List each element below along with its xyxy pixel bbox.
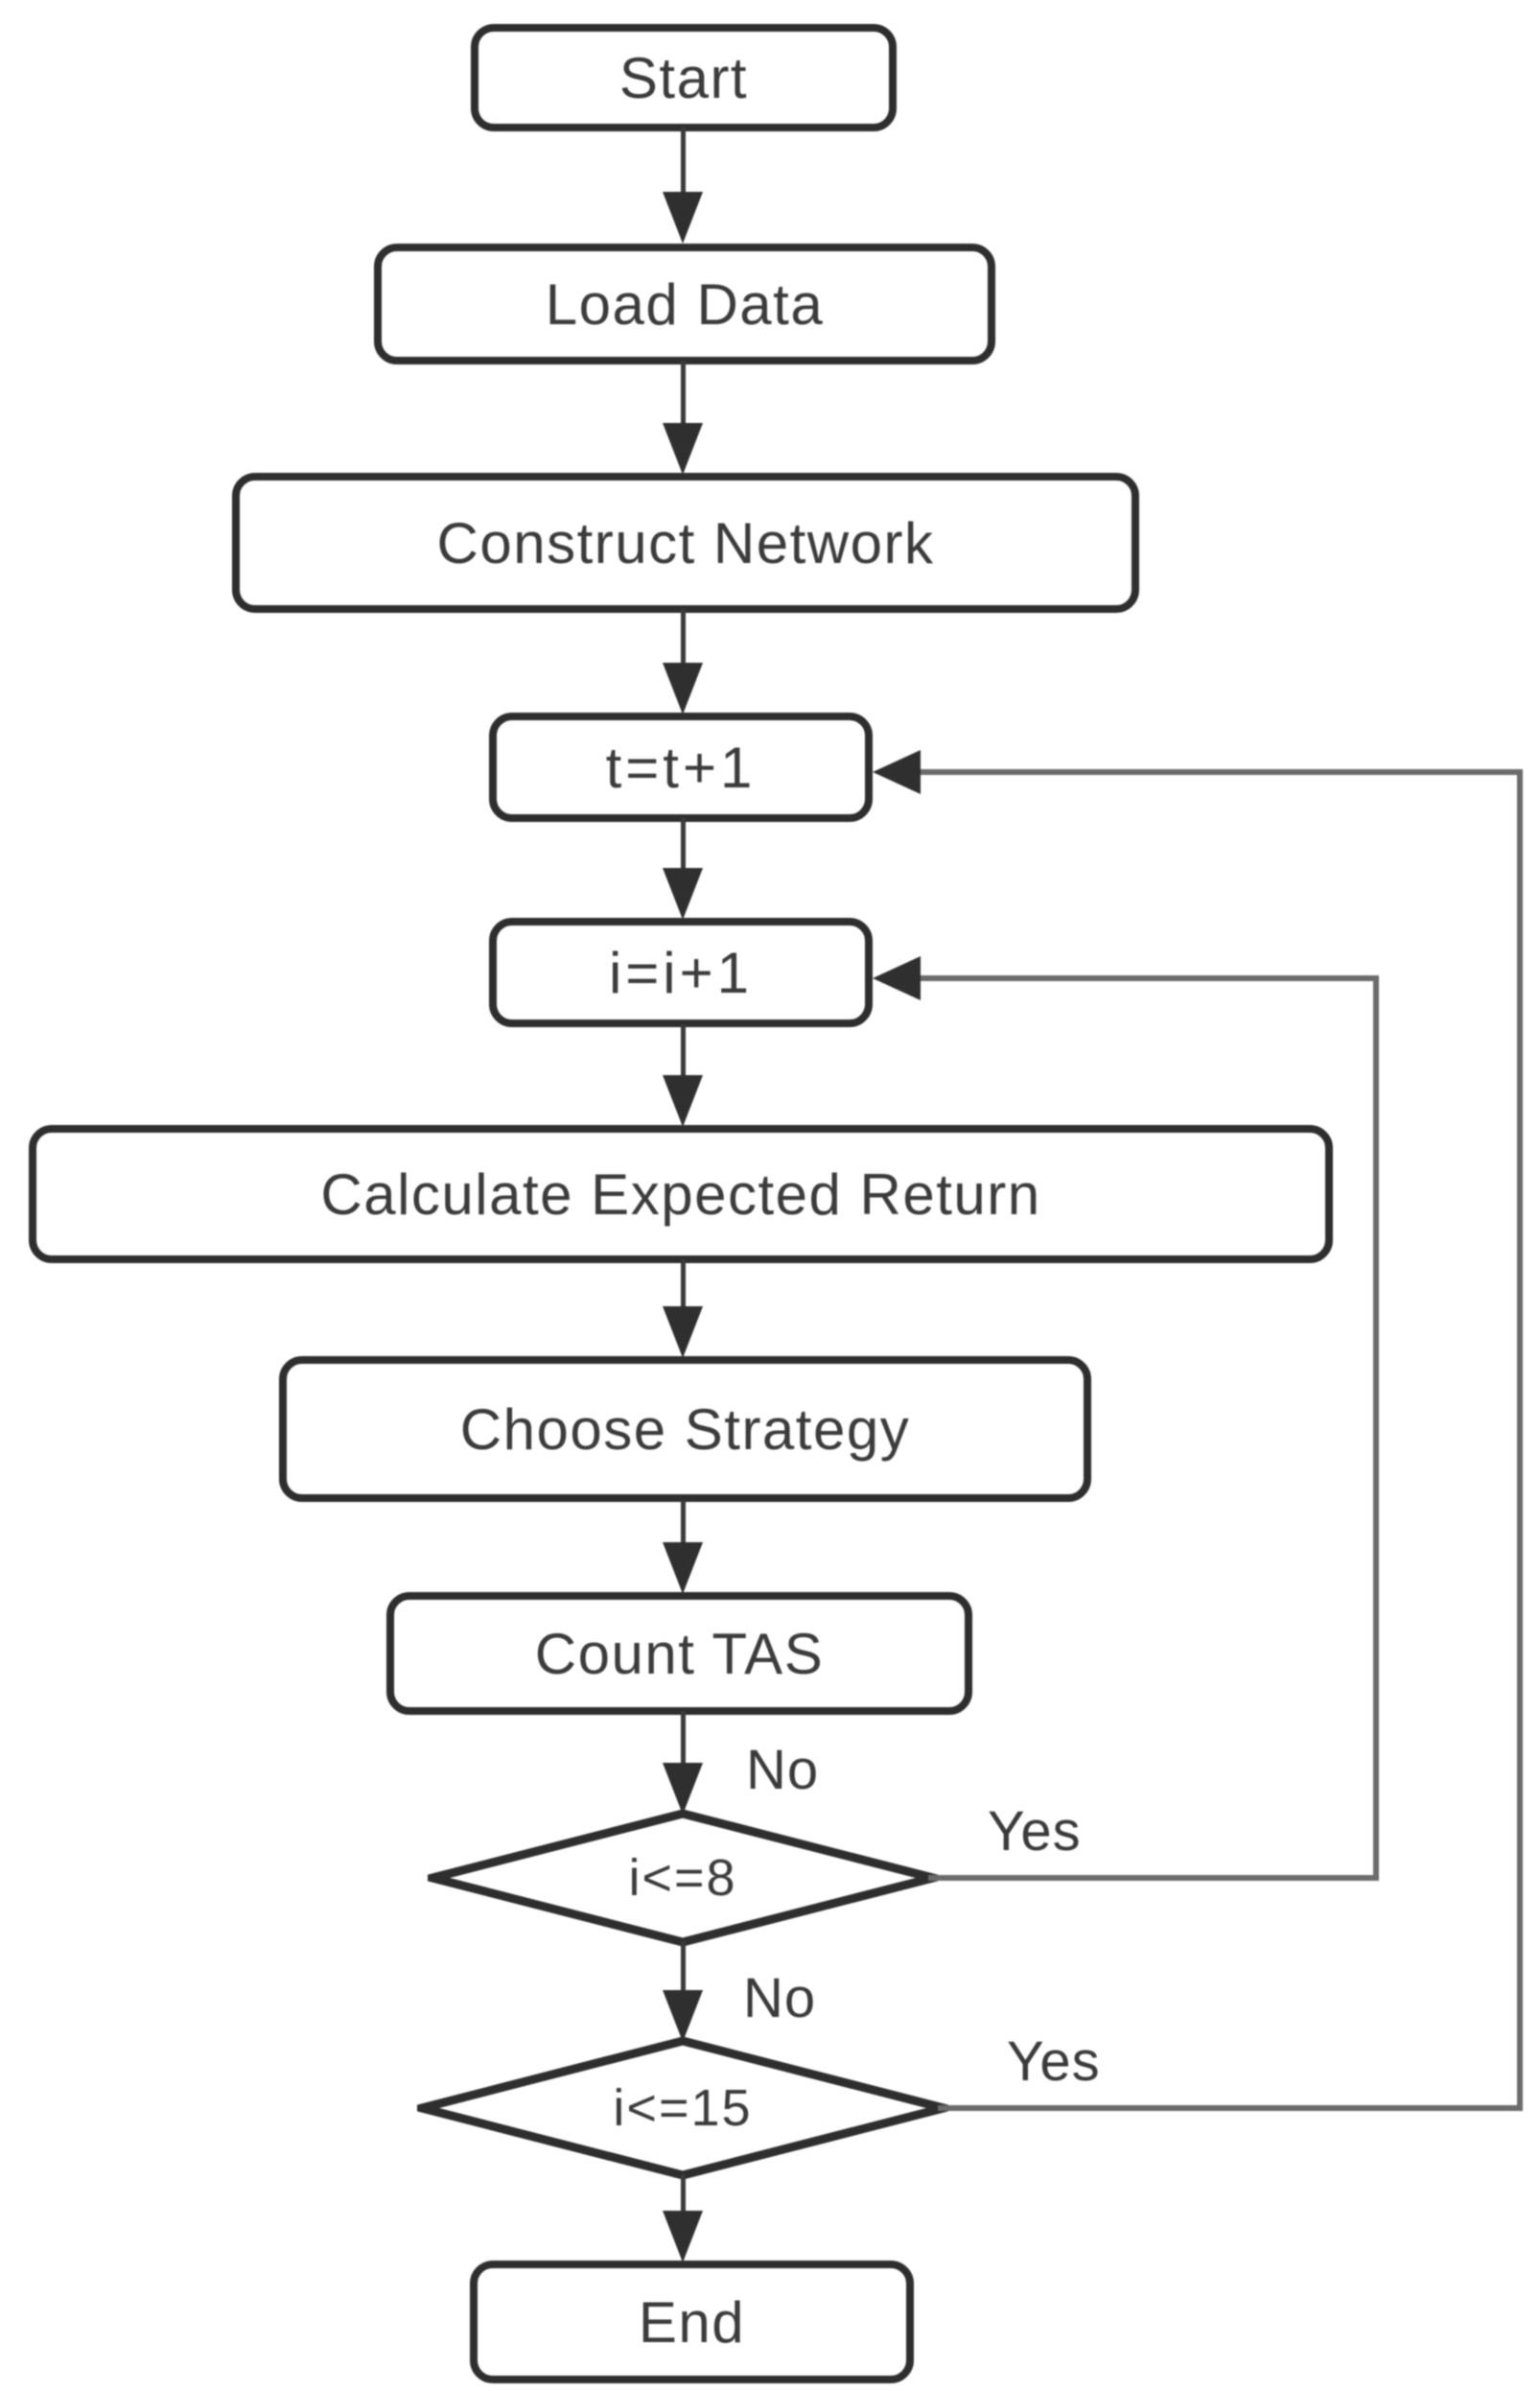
- loop-line-i-le-8-yes-horizontal: [928, 1875, 1379, 1881]
- arrow-count-tas-to-decision-i-le-8: [681, 1711, 686, 1763]
- edge-label-no-i-le-8: No: [743, 1967, 817, 2029]
- arrowhead-down-icon: [663, 868, 703, 920]
- edge-label-no-count-tas: No: [746, 1739, 820, 1801]
- loop-line-i-le-15-yes-horizontal: [938, 2105, 1523, 2111]
- decision-i-le-8-label: i<=8: [628, 1849, 737, 1907]
- node-start: Start: [471, 24, 897, 131]
- arrow-i-increment-to-calculate: [681, 1024, 686, 1075]
- loop-line-i-le-8-yes-vertical: [1373, 975, 1379, 1881]
- loop-line-i-le-8-yes-to-i-increment: [921, 975, 1379, 981]
- arrow-construct-network-to-t-increment: [681, 609, 686, 663]
- arrowhead-left-icon: [873, 956, 921, 1000]
- arrow-load-data-to-construct-network: [681, 361, 686, 423]
- arrowhead-down-icon: [663, 1542, 703, 1594]
- node-load-data: Load Data: [374, 244, 995, 364]
- arrowhead-down-icon: [663, 192, 703, 244]
- edge-label-yes-i-le-15: Yes: [1007, 2030, 1101, 2093]
- arrow-choose-strategy-to-count-tas: [681, 1500, 686, 1542]
- node-count-tas: Count TAS: [386, 1592, 972, 1715]
- arrow-calculate-to-choose-strategy: [681, 1259, 686, 1306]
- arrow-t-increment-to-i-increment: [681, 818, 686, 868]
- node-end: End: [470, 2261, 914, 2383]
- loop-line-i-le-15-yes-to-t-increment: [921, 769, 1523, 775]
- arrowhead-down-icon: [663, 1990, 703, 2042]
- arrow-start-to-load-data: [681, 128, 686, 192]
- arrowhead-down-icon: [663, 1075, 703, 1127]
- node-i-increment: i=i+1: [489, 918, 873, 1027]
- decision-i-le-15-label: i<=15: [613, 2079, 753, 2137]
- arrowhead-left-icon: [873, 750, 921, 794]
- arrowhead-down-icon: [663, 663, 703, 715]
- arrow-decision-i-le-8-to-decision-i-le-15: [681, 1941, 686, 1990]
- arrowhead-down-icon: [663, 1763, 703, 1815]
- arrowhead-down-icon: [663, 423, 703, 475]
- node-construct-network: Construct Network: [232, 473, 1139, 613]
- arrowhead-down-icon: [663, 1306, 703, 1358]
- decision-i-le-15: i<=15: [417, 2036, 948, 2180]
- node-calculate-expected-return: Calculate Expected Return: [29, 1125, 1333, 1263]
- node-choose-strategy: Choose Strategy: [279, 1356, 1091, 1502]
- loop-line-i-le-15-yes-vertical: [1517, 769, 1523, 2111]
- decision-i-le-8: i<=8: [428, 1809, 938, 1947]
- edge-label-yes-i-le-8: Yes: [988, 1800, 1082, 1863]
- arrowhead-down-icon: [663, 2211, 703, 2262]
- node-t-increment: t=t+1: [489, 713, 873, 822]
- arrow-decision-i-le-15-to-end: [681, 2174, 686, 2211]
